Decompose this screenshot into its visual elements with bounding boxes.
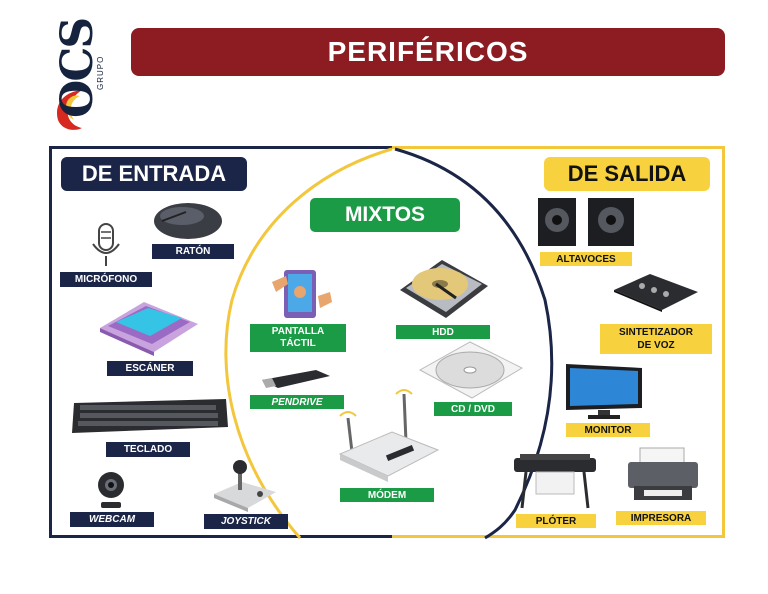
escaner-label: ESCÁNER [107, 361, 193, 376]
sintetizador-line-1: SINTETIZADOR [619, 327, 693, 338]
input-section-badge: DE ENTRADA [61, 157, 247, 191]
raton-label: RATÓN [152, 244, 234, 259]
pantalla-line-2: TÁCTIL [280, 338, 316, 349]
printer-icon [628, 447, 698, 500]
logo-subtext: GRUPO [96, 55, 105, 90]
altavoces-label: ALTAVOCES [540, 252, 632, 266]
cd-dvd-icon [418, 341, 524, 399]
pendrive-label: PENDRIVE [250, 395, 344, 409]
touch-screen-icon [272, 270, 332, 318]
modem-label: MÓDEM [340, 488, 434, 502]
teclado-label: TECLADO [106, 442, 190, 457]
sintetizador-line-2: DE VOZ [637, 340, 675, 351]
microphone-icon [92, 223, 120, 266]
webcam-icon [98, 472, 124, 508]
cd-dvd-label: CD / DVD [434, 402, 512, 416]
joystick-icon [214, 460, 276, 512]
modem-icon [338, 389, 440, 482]
mixed-section-badge: MIXTOS [310, 198, 460, 232]
mouse-icon [154, 203, 222, 239]
joystick-label: JOYSTICK [204, 514, 288, 529]
company-logo: OCS GRUPO [50, 18, 110, 138]
output-frame [392, 146, 725, 538]
page-title: PERIFÉRICOS [131, 28, 725, 76]
sintetizador-label: SINTETIZADOR DE VOZ [600, 324, 712, 354]
keyboard-icon [72, 399, 228, 433]
hdd-icon [400, 260, 488, 318]
hdd-label: HDD [396, 325, 490, 339]
webcam-label: WEBCAM [70, 512, 154, 527]
impresora-label: IMPRESORA [616, 511, 706, 525]
plotter-icon [514, 454, 596, 509]
output-section-badge: DE SALIDA [544, 157, 710, 191]
monitor-label: MONITOR [566, 423, 650, 437]
synthesizer-icon [614, 274, 698, 312]
speakers-icon [538, 198, 634, 246]
scanner-icon [100, 302, 198, 356]
logo-swoosh-icon [57, 90, 82, 130]
pendrive-icon [262, 370, 330, 388]
ploter-label: PLÓTER [516, 514, 596, 528]
input-frame [49, 146, 395, 538]
monitor-icon [566, 364, 642, 419]
microfono-label: MICRÓFONO [60, 272, 152, 287]
pantalla-tactil-label: PANTALLA TÁCTIL [250, 324, 346, 352]
pantalla-line-1: PANTALLA [271, 326, 325, 337]
